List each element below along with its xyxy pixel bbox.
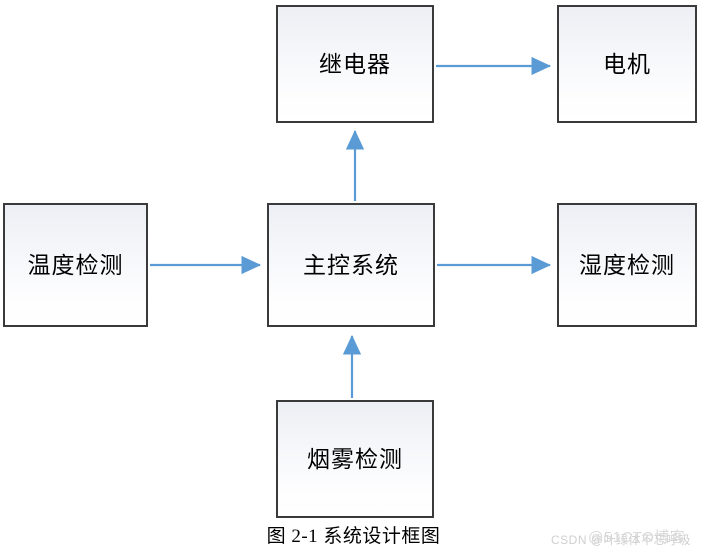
node-smoke-detection-label: 烟雾检测: [307, 446, 403, 472]
node-humidity-detection-label: 湿度检测: [579, 252, 675, 278]
node-motor[interactable]: 电机: [557, 5, 697, 123]
node-humidity-detection[interactable]: 湿度检测: [557, 203, 697, 327]
figure-caption: 图 2-1 系统设计框图: [266, 526, 441, 547]
node-temperature-detection-label: 温度检测: [27, 252, 124, 278]
node-smoke-detection[interactable]: 烟雾检测: [276, 400, 434, 518]
node-relay-label: 继电器: [319, 51, 391, 77]
node-main-controller[interactable]: 主控系统: [267, 203, 435, 327]
node-relay[interactable]: 继电器: [276, 5, 434, 123]
node-motor-label: 电机: [603, 51, 651, 77]
node-temperature-detection[interactable]: 温度检测: [3, 203, 148, 327]
watermark-csdn: CSDN @叶绿体不忘呼吸: [551, 533, 692, 547]
node-main-controller-label: 主控系统: [303, 252, 399, 278]
watermark-51cto: @51CTO博客: [588, 529, 686, 546]
